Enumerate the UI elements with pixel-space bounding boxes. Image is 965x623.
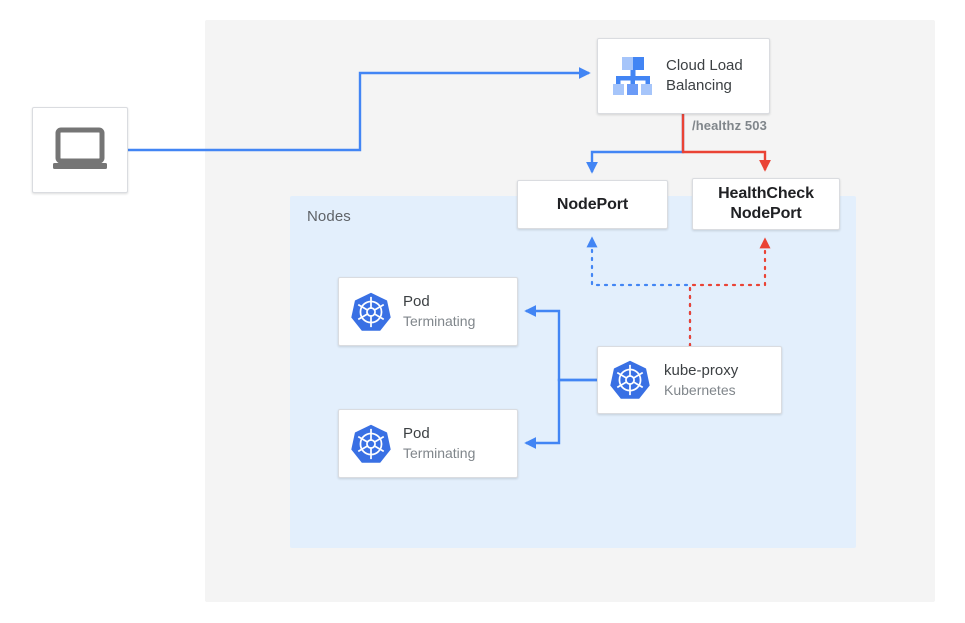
nodeport-node[interactable]: NodePort bbox=[517, 180, 668, 229]
kube-proxy-title: kube-proxy bbox=[664, 361, 739, 379]
kubernetes-icon bbox=[608, 358, 652, 402]
nodes-panel-label: Nodes bbox=[307, 208, 351, 225]
pod-node-1[interactable]: Pod Terminating bbox=[338, 277, 518, 346]
cloud-load-balancing-node[interactable]: Cloud Load Balancing bbox=[597, 38, 770, 114]
healthcheck-nodeport-text: HealthCheck NodePort bbox=[718, 184, 814, 224]
laptop-icon bbox=[51, 127, 109, 173]
cloud-load-balancing-title-line2: Balancing bbox=[666, 77, 732, 94]
cloud-load-balancing-title: Cloud Load bbox=[666, 57, 743, 74]
kube-proxy-node[interactable]: kube-proxy Kubernetes bbox=[597, 346, 782, 414]
kubernetes-icon bbox=[349, 290, 393, 334]
healthcheck-nodeport-label-line1: HealthCheck bbox=[718, 185, 814, 202]
healthz-edge-label: /healthz 503 bbox=[692, 118, 767, 133]
healthcheck-nodeport-label-line2: NodePort bbox=[730, 205, 802, 222]
pod-text-2: Pod Terminating bbox=[403, 424, 475, 463]
cloud-load-balancing-icon bbox=[608, 54, 658, 98]
pod-subtitle-2: Terminating bbox=[403, 445, 476, 461]
kubernetes-icon bbox=[349, 422, 393, 466]
pod-node-2[interactable]: Pod Terminating bbox=[338, 409, 518, 478]
client-node[interactable] bbox=[32, 107, 128, 193]
kube-proxy-text: kube-proxy Kubernetes bbox=[664, 361, 738, 400]
cloud-load-balancing-text: Cloud Load Balancing bbox=[666, 56, 743, 96]
pod-title-1: Pod bbox=[403, 293, 430, 310]
healthcheck-nodeport-node[interactable]: HealthCheck NodePort bbox=[692, 178, 840, 230]
pod-subtitle-1: Terminating bbox=[403, 313, 476, 329]
kube-proxy-subtitle: Kubernetes bbox=[664, 381, 736, 398]
pod-title-2: Pod bbox=[403, 425, 430, 442]
nodeport-label: NodePort bbox=[556, 195, 629, 213]
pod-text-1: Pod Terminating bbox=[403, 292, 475, 331]
